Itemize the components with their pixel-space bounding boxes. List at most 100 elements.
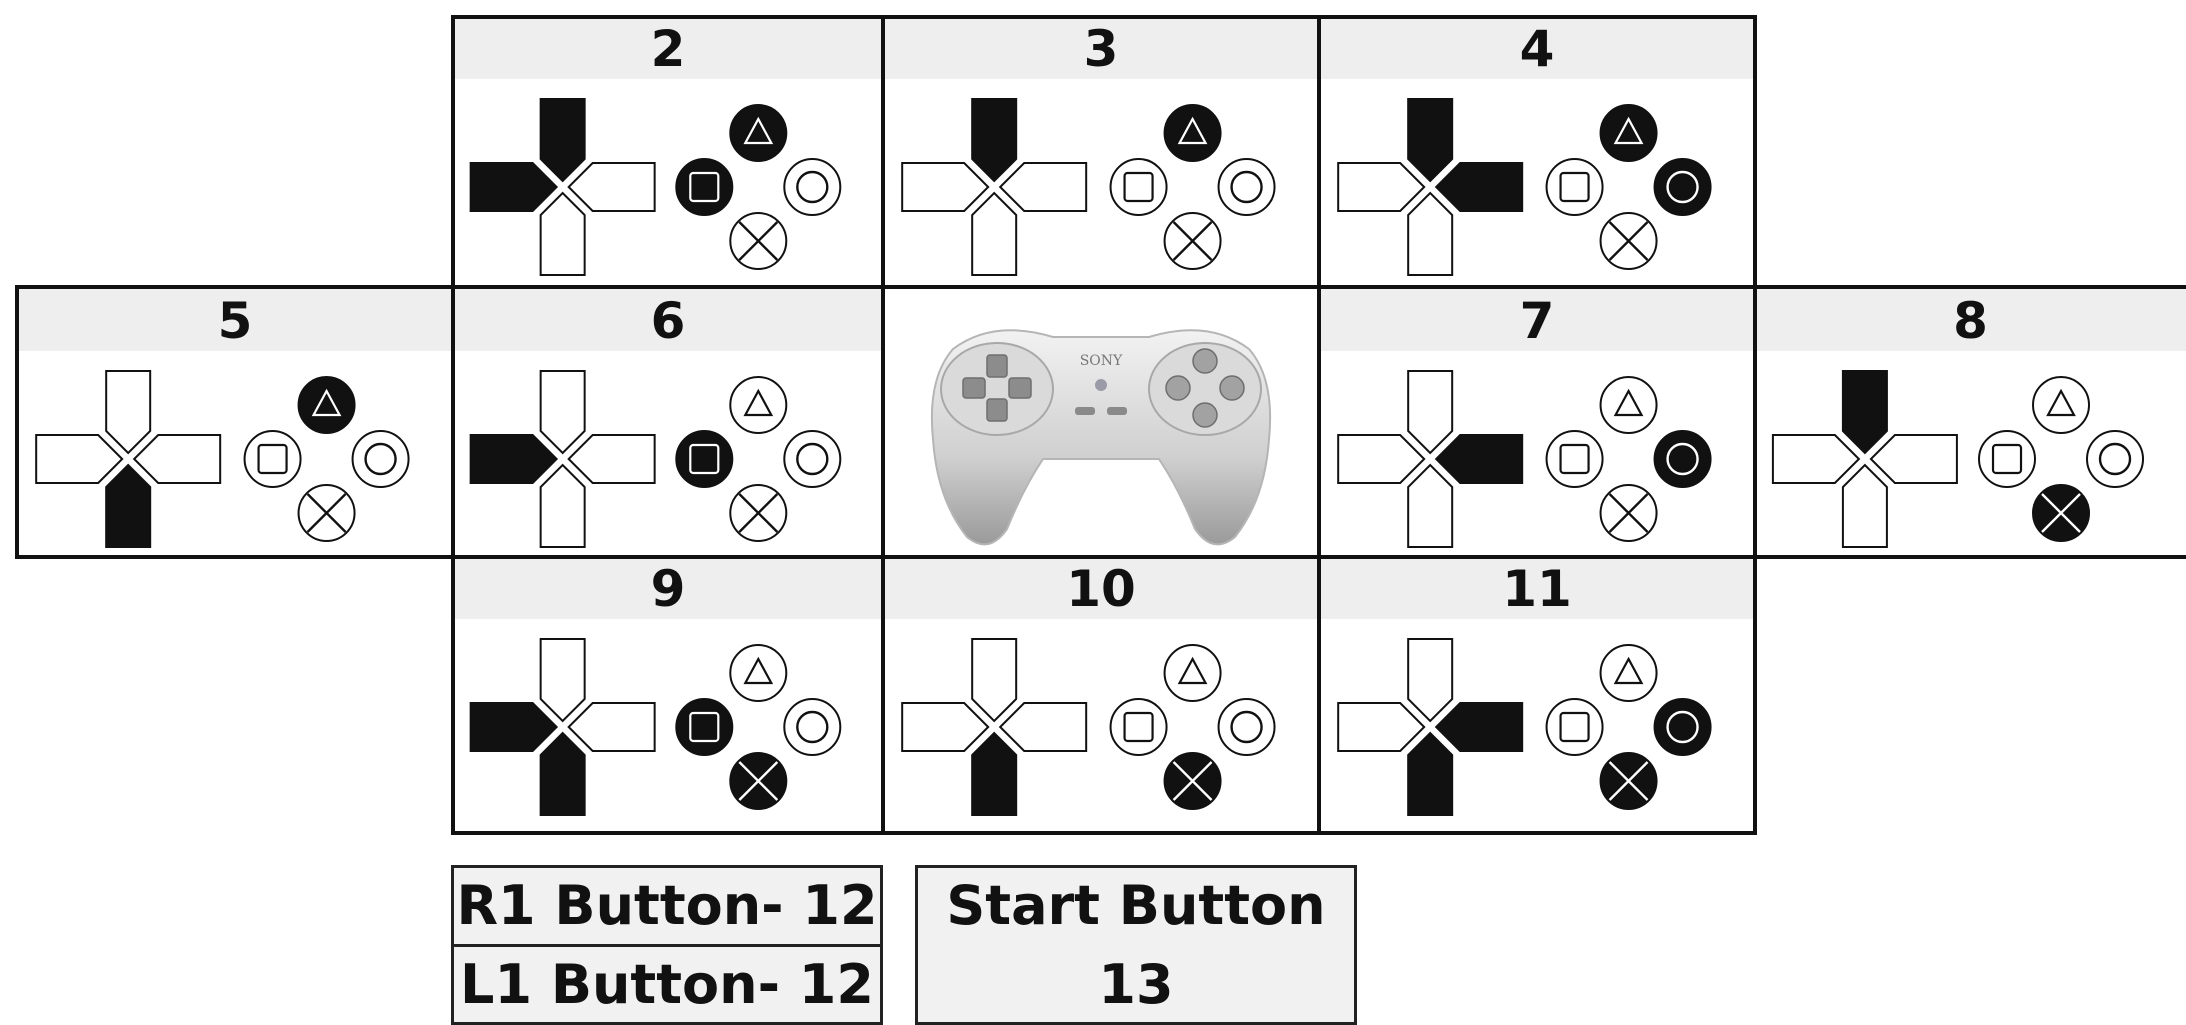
dpad-right-icon — [134, 435, 220, 483]
dpad-down-icon — [1408, 193, 1452, 275]
dpad-right-icon — [1436, 163, 1522, 211]
combo-number: 4 — [1319, 21, 1755, 77]
dpad-right-icon — [1000, 703, 1086, 751]
dpad-right-icon — [569, 703, 655, 751]
dpad-down-icon — [972, 733, 1016, 815]
dpad-left-icon — [471, 163, 557, 211]
circle-button-icon — [353, 431, 409, 487]
dpad-left-icon — [471, 435, 557, 483]
triangle-button-icon — [299, 377, 355, 433]
triangle-button-icon — [1165, 645, 1221, 701]
combo-number: 11 — [1319, 561, 1755, 617]
combo-number: 7 — [1319, 293, 1755, 349]
dpad-right-icon — [569, 435, 655, 483]
combo-cell-11: 11 — [1319, 557, 1755, 833]
combo-cell-2: 2 — [453, 17, 883, 285]
triangle-button-icon — [2033, 377, 2089, 433]
dpad-left-icon — [36, 435, 122, 483]
combo-input-diagram — [453, 359, 883, 559]
combo-number: 2 — [453, 21, 883, 77]
square-button-icon — [1547, 431, 1603, 487]
triangle-button-icon — [730, 377, 786, 433]
cross-button-icon — [1165, 753, 1221, 809]
dpad-right-icon — [1000, 163, 1086, 211]
combo-input-diagram — [1319, 87, 1755, 287]
dpad-left-icon — [471, 703, 557, 751]
dpad-right-icon — [1871, 435, 1957, 483]
dpad-up-icon — [541, 371, 585, 453]
dpad-down-icon — [1843, 465, 1887, 547]
cross-button-icon — [299, 485, 355, 541]
combo-cell-10: 10 — [883, 557, 1319, 833]
dpad-down-icon — [541, 193, 585, 275]
square-button-icon — [245, 431, 301, 487]
triangle-button-icon — [1601, 645, 1657, 701]
triangle-button-icon — [1601, 105, 1657, 161]
cross-button-icon — [730, 213, 786, 269]
combo-input-diagram — [883, 627, 1319, 827]
triangle-button-icon — [1601, 377, 1657, 433]
dpad-right-icon — [1436, 435, 1522, 483]
square-button-icon — [1979, 431, 2035, 487]
triangle-button-icon — [730, 645, 786, 701]
brand-logo: SONY — [1080, 353, 1123, 369]
circle-button-icon — [1655, 699, 1711, 755]
square-button-icon — [676, 699, 732, 755]
l1-button-label: L1 Button- 12 — [454, 947, 880, 1023]
dpad-up-icon — [541, 639, 585, 721]
circle-button-icon — [784, 699, 840, 755]
circle-button-icon — [2087, 431, 2143, 487]
square-button-icon — [1547, 159, 1603, 215]
combo-number: 3 — [883, 21, 1319, 77]
shoulder-buttons-box: R1 Button- 12 L1 Button- 12 — [451, 865, 883, 1025]
combo-input-diagram — [1319, 627, 1755, 827]
combo-number: 9 — [453, 561, 883, 617]
square-button-icon — [1111, 159, 1167, 215]
combo-input-diagram — [453, 87, 883, 287]
cross-button-icon — [1165, 213, 1221, 269]
dpad-up-icon — [1843, 371, 1887, 453]
controller-image: SONY — [883, 289, 1319, 557]
dpad-up-icon — [972, 99, 1016, 181]
start-button-label: Start Button — [918, 868, 1354, 944]
combo-input-diagram — [1755, 359, 2186, 559]
triangle-button-icon — [730, 105, 786, 161]
dpad-down-icon — [1408, 733, 1452, 815]
controller-cell: SONY — [883, 289, 1319, 557]
dpad-left-icon — [902, 163, 988, 211]
combo-cell-9: 9 — [453, 557, 883, 833]
combo-cell-6: 6 — [453, 289, 883, 557]
dpad-up-icon — [106, 371, 150, 453]
dpad-up-icon — [541, 99, 585, 181]
dpad-down-icon — [1408, 465, 1452, 547]
combo-number: 8 — [1755, 293, 2186, 349]
dpad-up-icon — [1408, 99, 1452, 181]
circle-button-icon — [1655, 159, 1711, 215]
dpad-right-icon — [1436, 703, 1522, 751]
r1-button-label: R1 Button- 12 — [454, 868, 880, 944]
dpad-up-icon — [1408, 639, 1452, 721]
square-button-icon — [676, 431, 732, 487]
combo-number: 5 — [17, 293, 453, 349]
combo-cell-8: 8 — [1755, 289, 2186, 557]
combo-input-diagram — [453, 627, 883, 827]
circle-button-icon — [1219, 699, 1275, 755]
square-button-icon — [1111, 699, 1167, 755]
start-button-number: 13 — [918, 947, 1354, 1023]
triangle-button-icon — [1165, 105, 1221, 161]
square-button-icon — [676, 159, 732, 215]
combo-cell-5: 5 — [17, 289, 453, 557]
dpad-left-icon — [1338, 163, 1424, 211]
combo-number: 6 — [453, 293, 883, 349]
circle-button-icon — [784, 431, 840, 487]
cross-button-icon — [1601, 485, 1657, 541]
combo-cell-4: 4 — [1319, 17, 1755, 285]
combo-number: 10 — [883, 561, 1319, 617]
dpad-right-icon — [569, 163, 655, 211]
dpad-left-icon — [1338, 703, 1424, 751]
dpad-left-icon — [1773, 435, 1859, 483]
combo-input-diagram — [17, 359, 453, 559]
dpad-up-icon — [972, 639, 1016, 721]
cross-button-icon — [730, 753, 786, 809]
dpad-down-icon — [972, 193, 1016, 275]
